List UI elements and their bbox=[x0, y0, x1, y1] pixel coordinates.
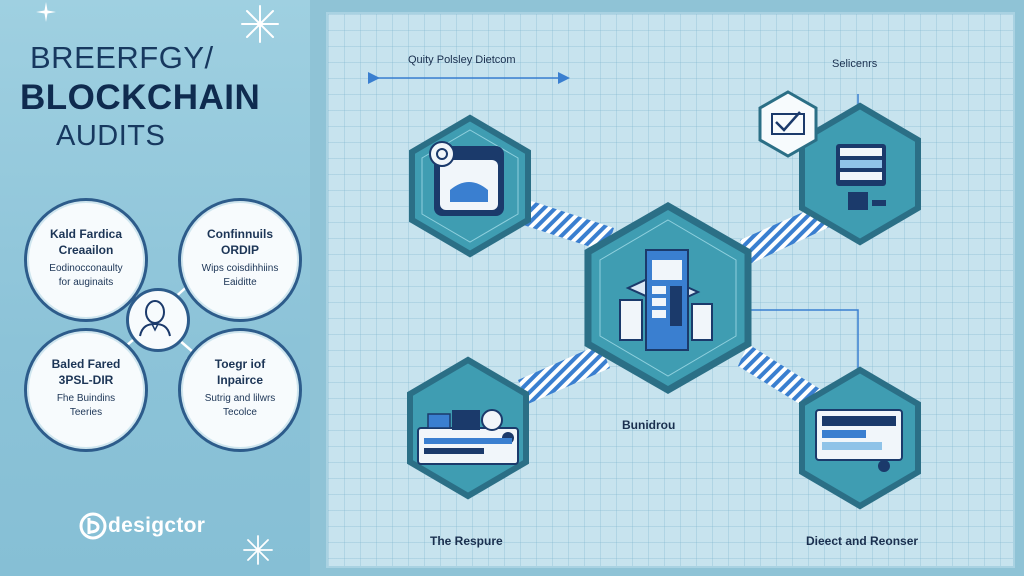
brand-name: desigctor bbox=[108, 514, 206, 537]
bubble-subtitle: Creaailon bbox=[58, 243, 114, 257]
bubble-title: Confinnuils bbox=[207, 227, 273, 241]
bubble-title: Toegr iof bbox=[214, 357, 266, 371]
title-line-2: BLOCKCHAIN bbox=[20, 78, 261, 117]
left-panel: BREERFGY/ BLOCKCHAIN AUDITS Kald Fardica… bbox=[0, 0, 310, 576]
label-center: Bunidrou bbox=[622, 418, 676, 432]
bubble-title: Baled Fared bbox=[51, 357, 121, 371]
sparkle-burst-icon bbox=[241, 5, 279, 43]
hex-node-center bbox=[584, 201, 752, 395]
hex-node-top-left bbox=[409, 114, 531, 258]
label-top-right: Selicenrs bbox=[832, 58, 878, 70]
info-bubble-bottom-right: Toegr iof Inpairce Sutrig and lilwrs Tec… bbox=[178, 328, 302, 452]
label-bottom-left: The Respure bbox=[430, 534, 503, 548]
label-top: Quity Polsley Dietcom bbox=[408, 54, 516, 66]
network-diagram-panel: Quity Polsley Dietcom Selicenrs Bunidrou… bbox=[326, 12, 1015, 568]
bubble-desc-2: for auginaits bbox=[58, 277, 114, 288]
bubble-title: Kald Fardica bbox=[49, 227, 123, 241]
bubble-desc-2: Eaiditte bbox=[223, 277, 257, 288]
info-bubble-top-right: Confinnuils ORDIP Wips coisdihhiins Eaid… bbox=[178, 198, 302, 322]
bubble-desc-2: Tecolce bbox=[223, 407, 257, 418]
bubble-desc-1: Wips coisdihhiins bbox=[201, 263, 279, 274]
bubble-desc-1: Fhe Buindins bbox=[56, 393, 116, 404]
link-bottom-right bbox=[738, 344, 828, 414]
hex-node-checklist bbox=[758, 90, 818, 158]
bubble-desc-1: Sutrig and lilwrs bbox=[204, 393, 276, 404]
info-bubble-bottom-left: Baled Fared 3PSL-DIR Fhe Buindins Teerie… bbox=[24, 328, 148, 452]
hex-node-bottom-right bbox=[799, 366, 921, 510]
diagram-canvas bbox=[368, 72, 921, 510]
label-bottom-right: Dieect and Reonser bbox=[806, 534, 919, 548]
bubble-desc-1: Eodinocconaulty bbox=[49, 263, 123, 274]
link-top-right bbox=[740, 202, 836, 264]
bubble-subtitle: ORDIP bbox=[220, 243, 259, 257]
person-icon bbox=[139, 300, 171, 337]
sparkle-burst-icon bbox=[243, 535, 273, 565]
title-line-1: BREERFGY/ bbox=[30, 40, 214, 75]
bubble-subtitle: 3PSL-DIR bbox=[58, 373, 114, 387]
sparkle-icon bbox=[36, 2, 56, 22]
hex-node-top-right bbox=[799, 102, 921, 246]
bubble-desc-2: Teeries bbox=[69, 407, 103, 418]
info-bubble-top-left: Kald Fardica Creaailon Eodinocconaulty f… bbox=[24, 198, 148, 322]
link-bottom-left bbox=[518, 344, 610, 404]
title-line-3: AUDITS bbox=[56, 120, 166, 152]
hex-node-bottom-left bbox=[407, 356, 529, 500]
link-top-left bbox=[508, 196, 614, 252]
bubble-subtitle: Inpairce bbox=[216, 373, 264, 387]
brand-logo-icon bbox=[79, 512, 107, 540]
auditor-avatar bbox=[126, 288, 190, 352]
